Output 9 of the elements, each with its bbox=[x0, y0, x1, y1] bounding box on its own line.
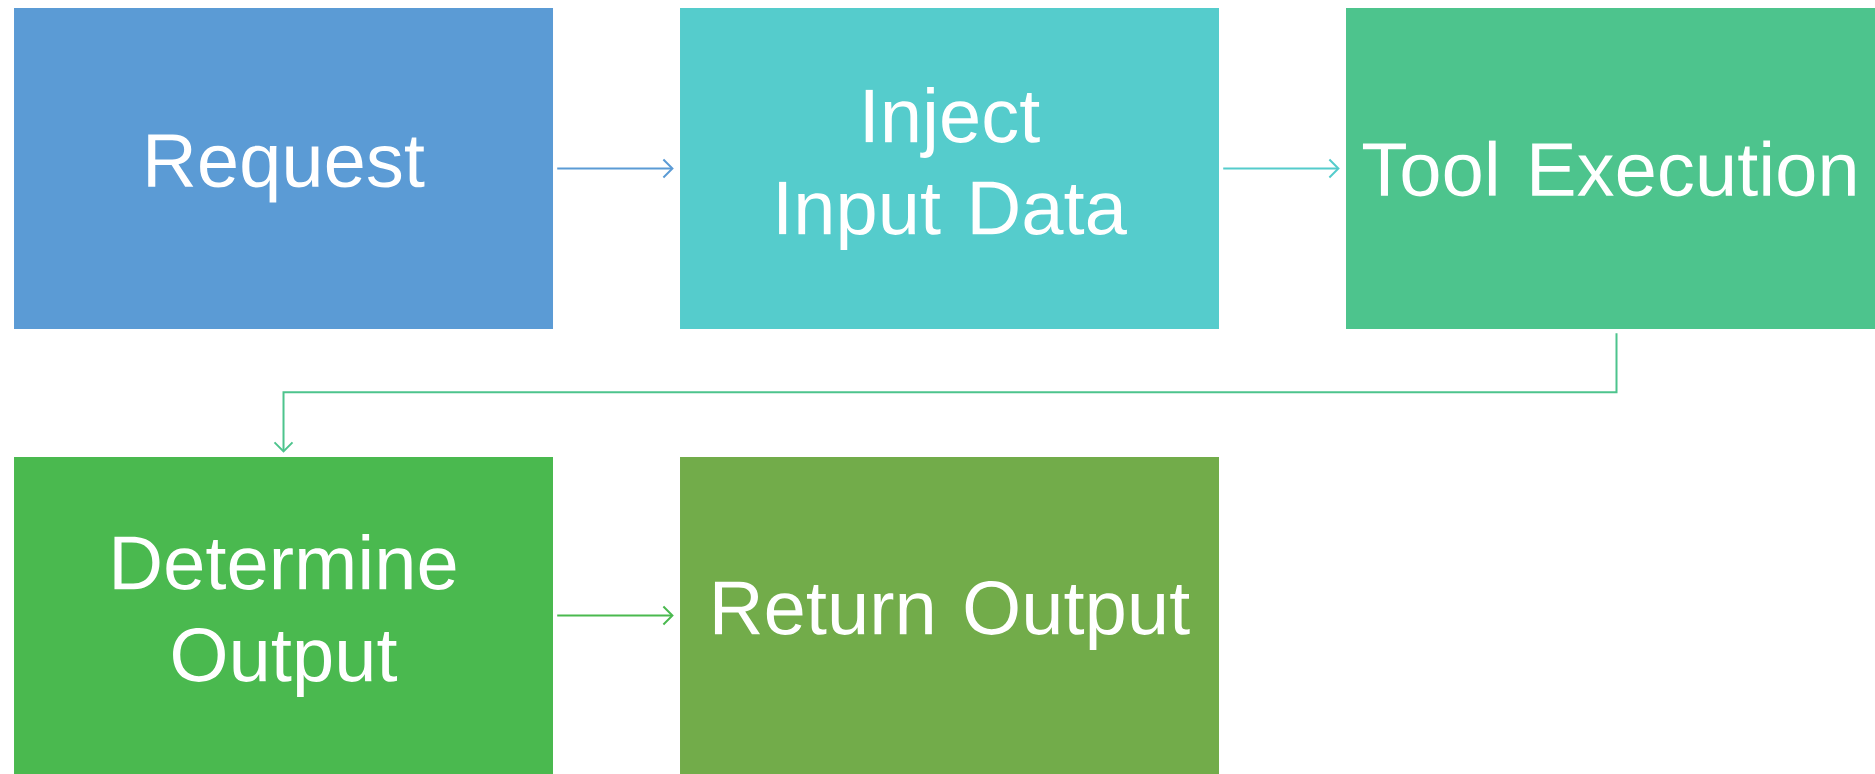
arrow bbox=[556, 158, 674, 179]
arrow bbox=[273, 332, 1618, 453]
process-box: Inject Input Data bbox=[680, 8, 1219, 329]
arrow bbox=[1222, 158, 1340, 179]
process-box: Tool Execution bbox=[1346, 8, 1875, 329]
arrow bbox=[556, 605, 674, 626]
process-box: Return Output bbox=[680, 457, 1219, 774]
process-box: Determine Output bbox=[14, 457, 553, 774]
process-box: Request bbox=[14, 8, 553, 329]
